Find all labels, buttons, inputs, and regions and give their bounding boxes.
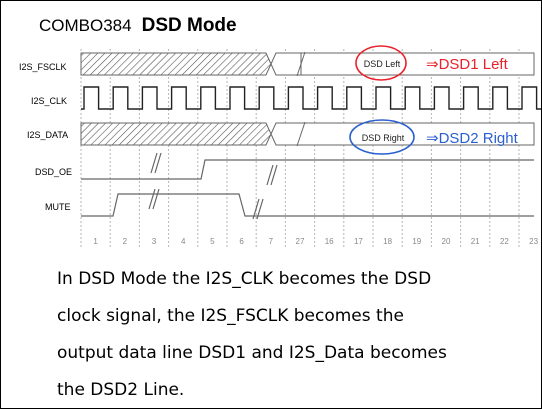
signal-label-i2s-clk: I2S_CLK bbox=[31, 96, 67, 106]
model-name: COMBO384 bbox=[39, 16, 132, 35]
figure-title: COMBO384 DSD Mode bbox=[39, 15, 237, 43]
tick-label: 22 bbox=[500, 237, 509, 246]
tick-label: 17 bbox=[354, 237, 363, 246]
tick-label: 5 bbox=[210, 237, 215, 246]
bubble-text-left: DSD Left bbox=[364, 59, 401, 69]
tick-label: 27 bbox=[296, 237, 305, 246]
annotation-circle-right bbox=[349, 119, 415, 155]
tick-label: 1 bbox=[93, 237, 98, 246]
annotation-circle-left bbox=[355, 45, 407, 81]
arrow-label-dsd2: ⇒DSD2 Right bbox=[426, 130, 519, 147]
tick-label: 21 bbox=[471, 237, 480, 246]
waveform-i2s-data bbox=[80, 121, 535, 147]
tick-label: 3 bbox=[152, 237, 157, 246]
mode-name: DSD Mode bbox=[141, 15, 237, 36]
tick-label: 18 bbox=[383, 237, 392, 246]
signal-label-mute: MUTE bbox=[45, 202, 71, 212]
caption-line-3: output data line DSD1 and I2S_Data becom… bbox=[57, 343, 447, 363]
waveform-i2s-fsclk bbox=[80, 51, 535, 77]
tick-label: 23 bbox=[529, 237, 538, 246]
signal-label-dsd-oe: DSD_OE bbox=[35, 167, 72, 177]
caption-line-2: clock signal, the I2S_FSCLK becomes the bbox=[57, 306, 404, 326]
tick-label: 20 bbox=[442, 237, 451, 246]
waveform-i2s-clk bbox=[81, 86, 541, 110]
tick-label: 6 bbox=[239, 237, 244, 246]
tick-label: 2 bbox=[123, 237, 128, 246]
caption-line-1: In DSD Mode the I2S_CLK becomes the DSD bbox=[57, 269, 432, 289]
bubble-text-right: DSD Right bbox=[362, 133, 405, 143]
timing-grid bbox=[80, 49, 520, 247]
caption-line-4: the DSD2 Line. bbox=[57, 380, 185, 400]
arrow-label-dsd1: ⇒DSD1 Left bbox=[426, 56, 509, 73]
waveform-dsd-oe bbox=[81, 152, 534, 186]
annotation-dsd-left: DSD Left ⇒DSD1 Left bbox=[355, 45, 509, 81]
waveform-mute bbox=[81, 188, 534, 220]
annotation-dsd-right: DSD Right ⇒DSD2 Right bbox=[349, 119, 519, 155]
signal-label-i2s-data: I2S_DATA bbox=[27, 130, 68, 140]
caption: In DSD Mode the I2S_CLK becomes the DSD … bbox=[57, 261, 527, 408]
tick-label: 19 bbox=[412, 237, 421, 246]
tick-label: 16 bbox=[325, 237, 334, 246]
tick-label: 4 bbox=[181, 237, 186, 246]
signal-label-i2s-fsclk: I2S_FSCLK bbox=[19, 62, 67, 72]
tick-label: 7 bbox=[269, 237, 274, 246]
